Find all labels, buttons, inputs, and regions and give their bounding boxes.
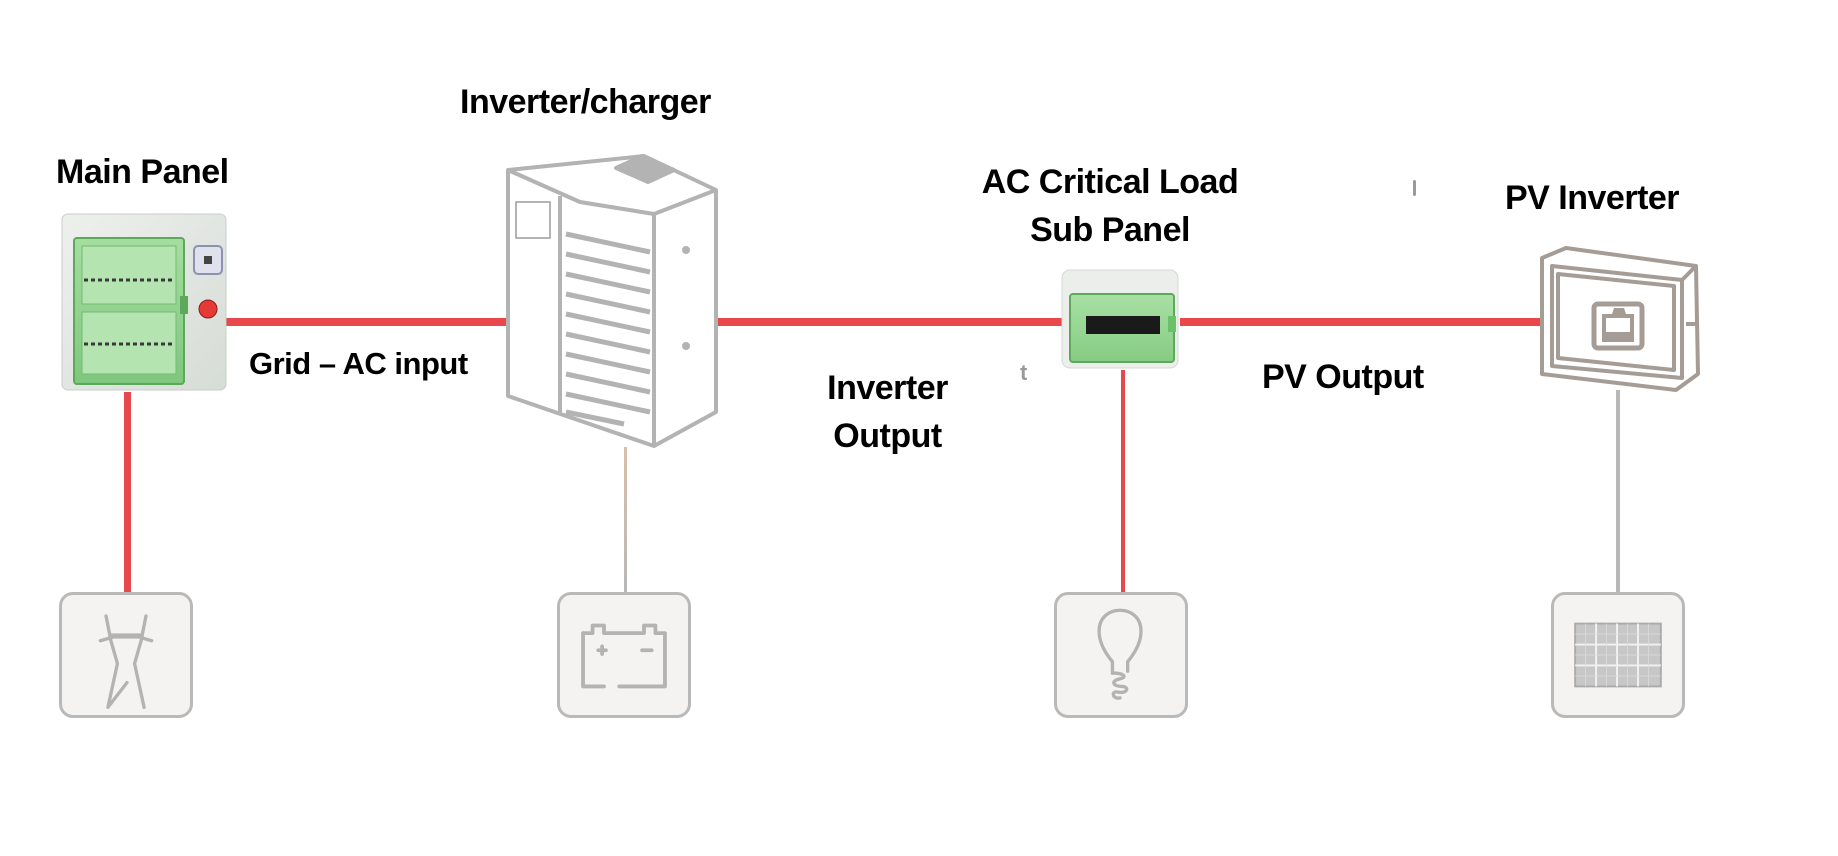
- load-drop-wire: [1121, 370, 1125, 592]
- pv-inverter-label: PV Inverter: [1505, 179, 1680, 217]
- pv-inverter-device: [1536, 244, 1702, 394]
- sub-panel-label-line2: Sub Panel: [1030, 211, 1190, 249]
- inverter-output-label-line2: Output: [833, 417, 942, 455]
- inverter-output-label: Inverter Output: [810, 364, 965, 460]
- pv-output-label: PV Output: [1262, 358, 1424, 396]
- stray-text-fragment: t: [1020, 360, 1028, 385]
- battery-endpoint: [557, 592, 691, 718]
- solar-endpoint: [1551, 592, 1685, 718]
- pv-output-wire: [1180, 318, 1540, 326]
- main-panel-device: [60, 210, 230, 394]
- inverter-charger-label: Inverter/charger: [460, 83, 711, 121]
- grid-ac-input-label: Grid – AC input: [249, 346, 468, 381]
- grid-endpoint: [59, 592, 193, 718]
- stray-mark: [1413, 180, 1416, 196]
- sub-panel-device: [1060, 266, 1182, 372]
- main-panel-label: Main Panel: [56, 153, 229, 191]
- sub-panel-label: AC Critical Load Sub Panel: [970, 158, 1250, 254]
- pv-drop-wire: [1616, 390, 1620, 592]
- grid-drop-wire: [124, 392, 131, 592]
- inverter-output-label-line1: Inverter: [827, 369, 948, 407]
- inverter-charger-device: [504, 150, 720, 450]
- grid-ac-input-wire: [226, 318, 510, 326]
- battery-drop-wire: [624, 447, 627, 592]
- load-endpoint: [1054, 592, 1188, 718]
- sub-panel-label-line1: AC Critical Load: [981, 163, 1239, 201]
- inverter-output-wire: [716, 318, 1062, 326]
